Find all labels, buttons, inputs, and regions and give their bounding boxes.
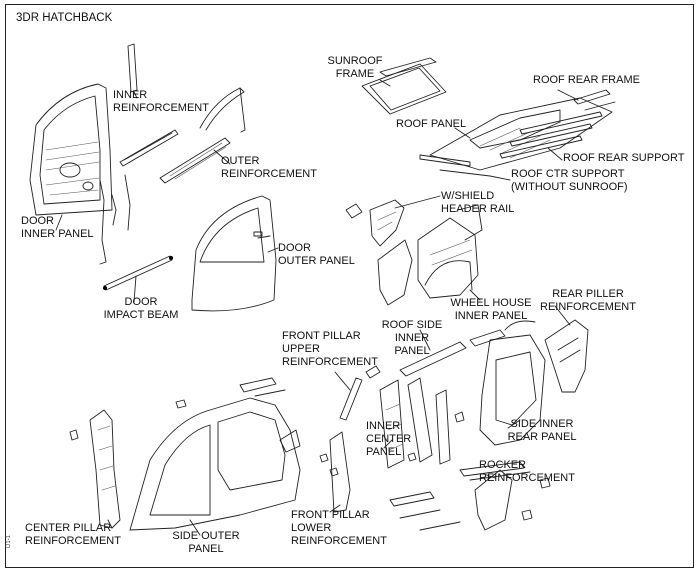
sunroof-frame-part [361, 57, 447, 115]
door-bracket-parts [99, 174, 131, 265]
roof-ctr-support-part [419, 154, 491, 177]
inner-reinforcement-part [119, 43, 179, 167]
small-fastener-parts [175, 399, 551, 521]
door-outer-panel-part [191, 195, 277, 312]
front-pillar-lower-reinforcement-part [329, 431, 461, 531]
roof-rear-frame-part [573, 89, 616, 111]
label-roof-rear-support: ROOF REAR SUPPORT [563, 152, 685, 164]
label-roof-panel: ROOF PANEL [396, 118, 467, 130]
roof-panel-part [429, 97, 613, 171]
label-inner-center-panel: INNER CENTER PANEL [366, 420, 412, 458]
label-inner-reinforcement: INNER REINFORCEMENT [113, 89, 209, 114]
label-front-pillar-upper-reinforcement: FRONT PILLAR UPPER REINFORCEMENT [282, 330, 378, 368]
inner-center-panel-part [379, 377, 451, 469]
label-front-pillar-lower-reinforcement: FRONT PILLAR LOWER REINFORCEMENT [291, 509, 387, 547]
door-inner-panel-part [29, 83, 113, 216]
label-door-outer-panel: DOOR OUTER PANEL [278, 242, 355, 267]
label-outer-reinforcement: OUTER REINFORCEMENT [221, 155, 317, 180]
figure-code: D1-1 [6, 534, 12, 548]
label-wheel-house-inner-panel: WHEEL HOUSE INNER PANEL [450, 297, 532, 322]
label-rear-piller-reinforcement: REAR PILLER REINFORCEMENT [540, 288, 636, 313]
roof-rear-support-part [499, 111, 603, 159]
center-pillar-reinforcement-part [69, 409, 121, 529]
leader-lines [55, 79, 579, 536]
diagram-title: 3DR HATCHBACK [16, 12, 113, 24]
label-roof-rear-frame: ROOF REAR FRAME [533, 74, 640, 86]
label-roof-ctr-support: ROOF CTR SUPPORT (WITHOUT SUNROOF) [511, 168, 628, 193]
wheel-house-cluster-part [377, 204, 483, 306]
label-door-impact-beam: DOOR IMPACT BEAM [103, 296, 179, 321]
label-sunroof-frame: SUNROOF FRAME [327, 55, 383, 80]
label-side-inner-rear-panel: SIDE INNER REAR PANEL [507, 418, 577, 443]
wshield-header-rail-part [345, 199, 405, 247]
label-door-inner-panel: DOOR INNER PANEL [21, 215, 94, 240]
outer-reinforcement-part [159, 87, 246, 184]
label-center-pillar-reinforcement: CENTER PILLAR REINFORCEMENT [25, 522, 121, 547]
side-inner-rear-panel-part [479, 320, 546, 446]
side-outer-panel-part [129, 377, 301, 531]
door-impact-beam-part [103, 255, 173, 291]
label-wshield-header-rail: W/SHIELD HEADER RAIL [441, 190, 515, 215]
rocker-reinforcement-part [459, 461, 531, 531]
label-roof-side-inner-panel: ROOF SIDE INNER PANEL [381, 319, 443, 357]
roof-side-inner-panel-part [399, 329, 506, 377]
rear-piller-reinforcement-part [544, 319, 589, 393]
label-side-outer-panel: SIDE OUTER PANEL [172, 530, 240, 555]
label-rocker-reinforcement: ROCKER REINFORCEMENT [479, 459, 575, 484]
front-pillar-upper-reinforcement-part [339, 365, 381, 421]
